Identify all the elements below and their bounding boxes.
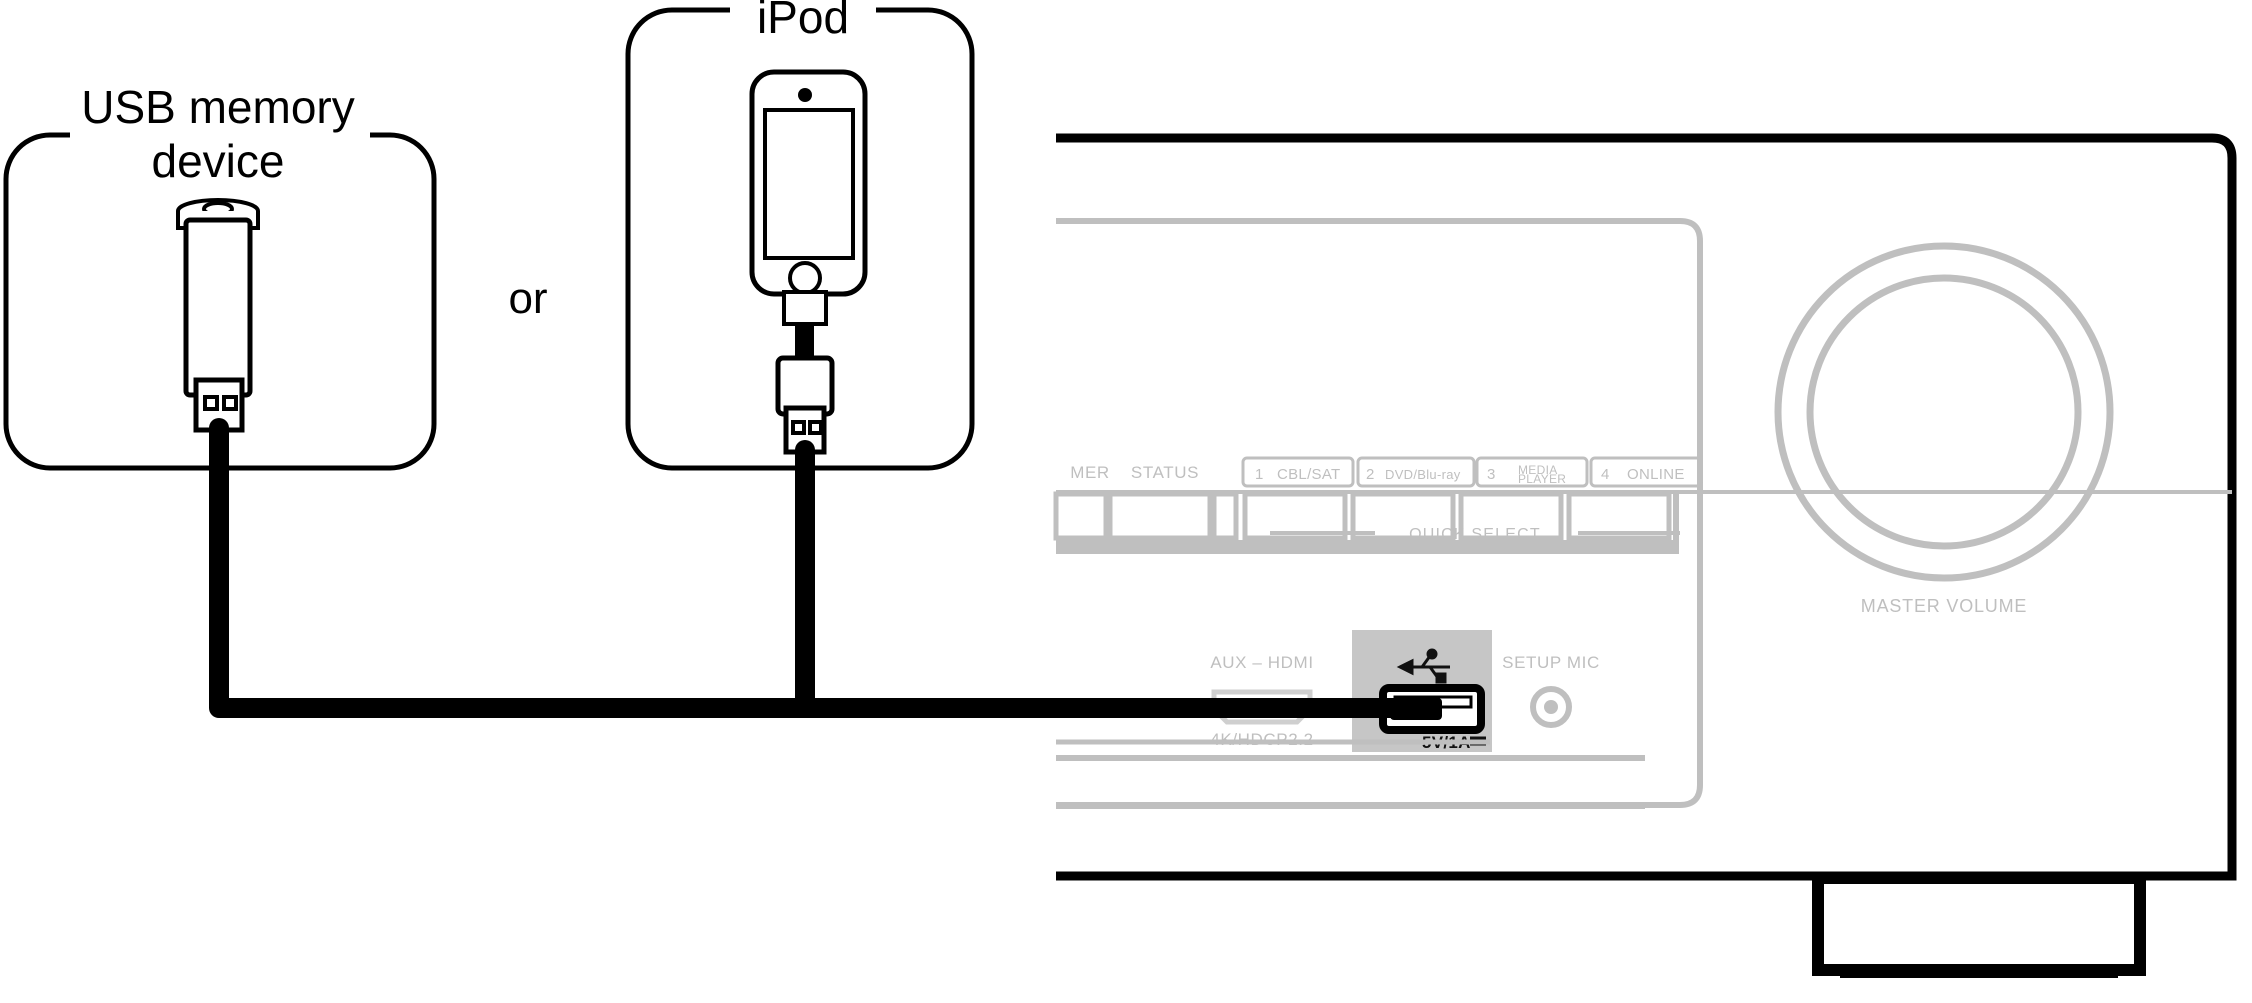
usb-cable xyxy=(209,418,1442,718)
usb-label-gap xyxy=(70,120,370,154)
quick-select-group-label: QUICK SELECT xyxy=(1409,526,1541,543)
quick-select-button-2[interactable]: 2 DVD/Blu-ray xyxy=(1356,456,1476,488)
setup-mic-label: SETUP MIC xyxy=(1502,653,1600,672)
quick-select-1-label: CBL/SAT xyxy=(1277,466,1341,483)
panel-button-qs3[interactable] xyxy=(1458,491,1564,541)
quick-select-button-1[interactable]: 1 CBL/SAT xyxy=(1241,456,1355,488)
quick-select-button-4[interactable]: 4 ONLINE xyxy=(1589,456,1703,488)
ipod-label-gap xyxy=(730,0,876,30)
quick-select-2-number: 2 xyxy=(1366,466,1375,483)
receiver-foot xyxy=(1812,872,2146,978)
receiver-control-strip xyxy=(1053,490,2232,554)
usb-plug-tip xyxy=(1390,698,1442,720)
ipod-group xyxy=(625,0,975,471)
master-volume-outer-ring xyxy=(1774,242,2114,582)
master-volume-inner-ring xyxy=(1806,274,2082,550)
quick-select-button-3[interactable]: 3 MEDIA PLAYER xyxy=(1475,456,1589,488)
aux-hdmi-label: AUX – HDMI xyxy=(1210,653,1313,672)
av-receiver: MER STATUS 1 CBL/SAT 2 DVD/Blu-ray 3 MED… xyxy=(1053,133,2237,978)
quick-select-3-label-line1: MEDIA xyxy=(1518,463,1558,477)
usb-trident-icon xyxy=(1396,648,1450,684)
master-volume-knob[interactable] xyxy=(1774,242,2114,582)
ipod-label: iPod xyxy=(757,0,849,43)
quick-select-2-label: DVD/Blu-ray xyxy=(1385,467,1461,482)
usb-memory-device-label-line2: device xyxy=(152,135,285,187)
panel-button-power[interactable] xyxy=(1053,491,1109,541)
label-power: MER xyxy=(1070,463,1110,482)
lightning-connector xyxy=(782,290,828,326)
panel-button-qs1[interactable] xyxy=(1242,491,1348,541)
panel-strip-bar xyxy=(1056,540,1676,554)
mic-jack-outer-ring xyxy=(1530,686,1572,728)
mic-jack-inner xyxy=(1544,700,1558,714)
cable-from-usb-memory-device xyxy=(209,418,1442,718)
usb-a-plug-icon xyxy=(775,355,835,455)
quick-select-3-label-line2: PLAYER xyxy=(1518,472,1566,486)
ipod-device-icon xyxy=(749,69,868,297)
master-volume-label: MASTER VOLUME xyxy=(1861,596,2027,616)
usb-memory-device-label-line1: USB memory xyxy=(81,81,354,133)
quick-select-4-label: ONLINE xyxy=(1627,466,1685,483)
label-status: STATUS xyxy=(1131,463,1199,482)
usb-flash-drive-icon xyxy=(176,198,260,433)
panel-button-qs2[interactable] xyxy=(1350,491,1456,541)
quick-select-1-number: 1 xyxy=(1255,466,1264,483)
receiver-front-panel-outline xyxy=(1056,218,1703,808)
panel-button-status[interactable] xyxy=(1107,491,1213,541)
setup-mic-port[interactable]: SETUP MIC xyxy=(1502,653,1600,728)
usb-memory-device-group xyxy=(3,120,437,471)
quick-select-4-number: 4 xyxy=(1601,466,1610,483)
receiver-chassis-outline xyxy=(1056,133,2237,881)
panel-button-qs4[interactable] xyxy=(1566,491,1672,541)
or-separator-label: or xyxy=(508,274,547,323)
quick-select-group-rule: QUICK SELECT xyxy=(1270,526,1680,543)
quick-select-3-number: 3 xyxy=(1487,466,1496,483)
panel-button-small[interactable] xyxy=(1211,491,1239,541)
